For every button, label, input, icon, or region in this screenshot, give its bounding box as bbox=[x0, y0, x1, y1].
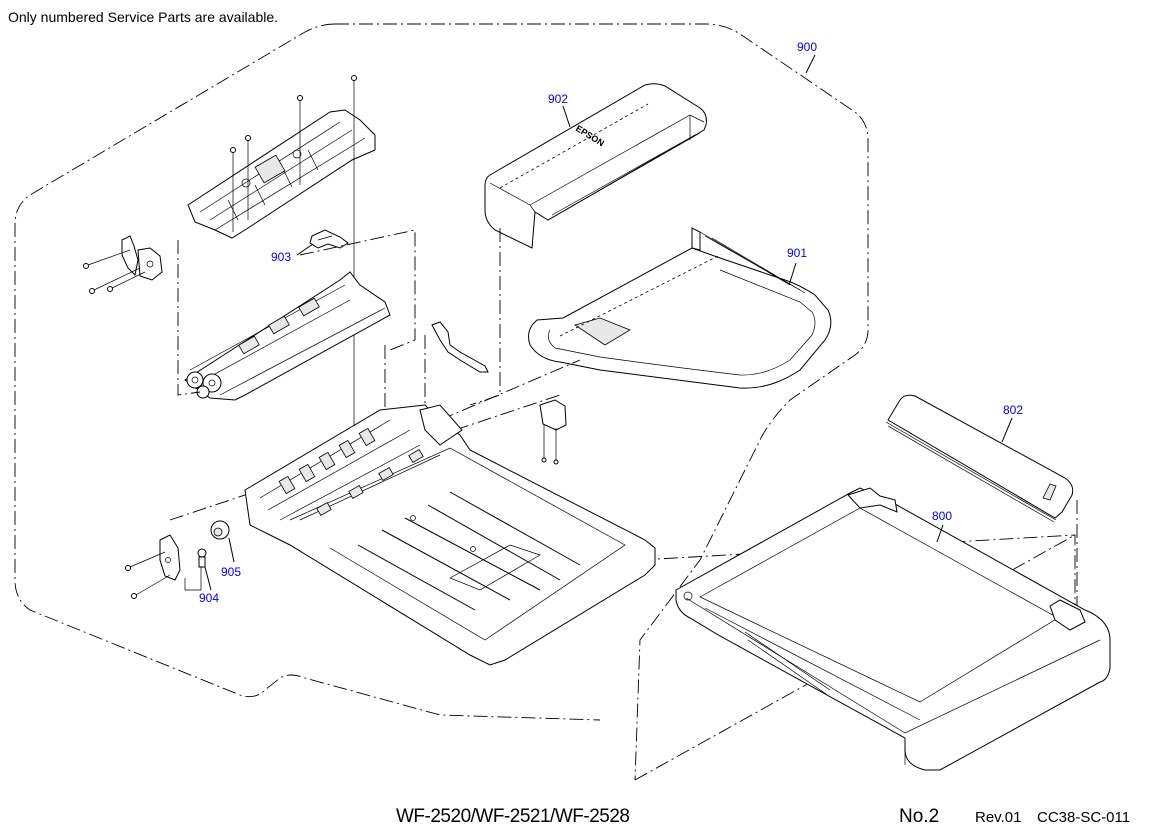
callout-800[interactable]: 800 bbox=[932, 509, 952, 523]
part-feed-roller-assembly bbox=[184, 271, 391, 401]
leader-900 bbox=[805, 54, 816, 74]
callout-904[interactable]: 904 bbox=[199, 591, 219, 605]
part-upper-paper-guide bbox=[187, 109, 376, 239]
part-904-screw bbox=[197, 548, 207, 568]
leader-902 bbox=[562, 105, 571, 128]
callout-902[interactable]: 902 bbox=[548, 92, 568, 106]
part-sensor-bracket bbox=[539, 399, 567, 465]
leader-800 bbox=[936, 524, 944, 543]
footer-revision: Rev.01 bbox=[975, 809, 1022, 826]
footer-model-numbers: WF-2520/WF-2521/WF-2528 bbox=[396, 806, 630, 827]
part-adf-lower-frame bbox=[244, 404, 656, 666]
callout-903[interactable]: 903 bbox=[271, 250, 291, 264]
part-903-pickup bbox=[309, 229, 349, 249]
frame-teeth bbox=[278, 427, 424, 517]
footer-page-number: No.2 bbox=[899, 806, 940, 827]
part-lever bbox=[431, 321, 489, 373]
callout-802[interactable]: 802 bbox=[1003, 403, 1023, 417]
callout-905[interactable]: 905 bbox=[221, 565, 241, 579]
leader-901 bbox=[788, 262, 797, 286]
part-left-bracket-upper bbox=[83, 235, 163, 294]
footer-doc-code: CC38-SC-011 bbox=[1037, 809, 1131, 826]
callout-901[interactable]: 901 bbox=[787, 246, 807, 260]
screws-upper-guide bbox=[230, 75, 357, 430]
part-905-gear bbox=[210, 520, 230, 540]
leader-905 bbox=[228, 537, 235, 563]
leader-802 bbox=[1001, 417, 1013, 443]
part-800-scanner-unit bbox=[675, 487, 1111, 771]
group-boundary-900 bbox=[335, 23, 869, 781]
group-boundary-900-left bbox=[14, 23, 601, 721]
part-901-document-tray bbox=[528, 227, 832, 389]
callout-900[interactable]: 900 bbox=[797, 40, 817, 54]
part-802-document-mat bbox=[885, 394, 1074, 523]
part-902-adf-cover: EPSON bbox=[484, 83, 707, 249]
leader-903 bbox=[296, 243, 314, 256]
leader-904 bbox=[204, 566, 212, 591]
service-parts-notice: Only numbered Service Parts are availabl… bbox=[8, 9, 279, 25]
part-left-bracket-lower bbox=[125, 534, 181, 599]
leader-904-bracket bbox=[184, 567, 202, 591]
